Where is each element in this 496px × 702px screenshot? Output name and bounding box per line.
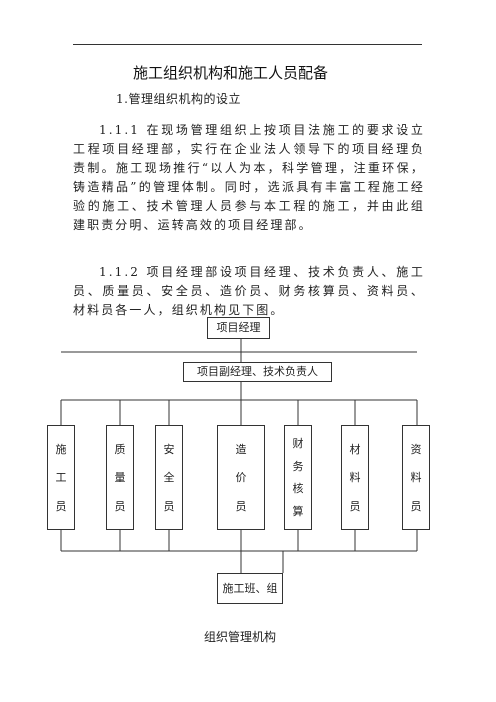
role-char: 料 [349,471,361,484]
section-heading: 1.管理组织机构的设立 [116,92,241,106]
org-box-role-finance: 财 务 核 算 [284,425,312,530]
paragraph-1-1-2-text: 1.1.2 项目经理部设项目经理、技术负责人、施工员、质量员、安全员、造价员、财… [73,265,425,317]
document-title: 施工组织机构和施工人员配备 [133,64,329,82]
org-box-role-construction: 施 工 员 [47,425,75,530]
role-char: 量 [114,471,126,484]
role-char: 材 [349,442,361,456]
role-char: 造 [235,442,247,456]
org-box-role-cost: 造 价 员 [217,425,265,530]
role-char: 员 [349,499,361,513]
org-box-deputy: 项目副经理、技术负责人 [183,362,332,382]
org-box-role-quality: 质 量 员 [106,425,134,530]
role-char: 工 [55,471,67,484]
org-box-role-materials: 材 料 员 [341,425,369,530]
role-char: 全 [163,471,175,484]
role-char: 员 [55,499,67,513]
org-box-role-records: 资 料 员 [402,425,430,530]
role-char: 算 [292,505,304,519]
org-box-project-manager: 项目经理 [207,317,270,339]
paragraph-1-1-1: 1.1.1 在现场管理组织上按项目法施工的要求设立工程项目经理部，实行在企业法人… [73,121,425,235]
role-char: 员 [163,499,175,513]
role-char: 员 [114,499,126,513]
paragraph-1-1-1-text: 1.1.1 在现场管理组织上按项目法施工的要求设立工程项目经理部，实行在企业法人… [73,123,425,232]
role-char: 员 [235,499,247,513]
role-char: 核 [292,482,304,496]
role-char: 价 [235,471,247,484]
figure-caption: 组织管理机构 [204,630,277,644]
role-char: 员 [410,499,422,513]
role-char: 财 [292,436,304,450]
org-box-role-safety: 安 全 员 [155,425,183,530]
role-char: 施 [55,442,67,456]
org-box-work-teams: 施工班、组 [217,573,283,604]
role-char: 安 [163,442,175,456]
top-rule [73,44,422,45]
role-char: 质 [114,442,126,456]
role-char: 资 [410,442,422,456]
paragraph-1-1-2: 1.1.2 项目经理部设项目经理、技术负责人、施工员、质量员、安全员、造价员、财… [73,263,425,320]
role-char: 料 [410,471,422,484]
role-char: 务 [292,459,304,473]
